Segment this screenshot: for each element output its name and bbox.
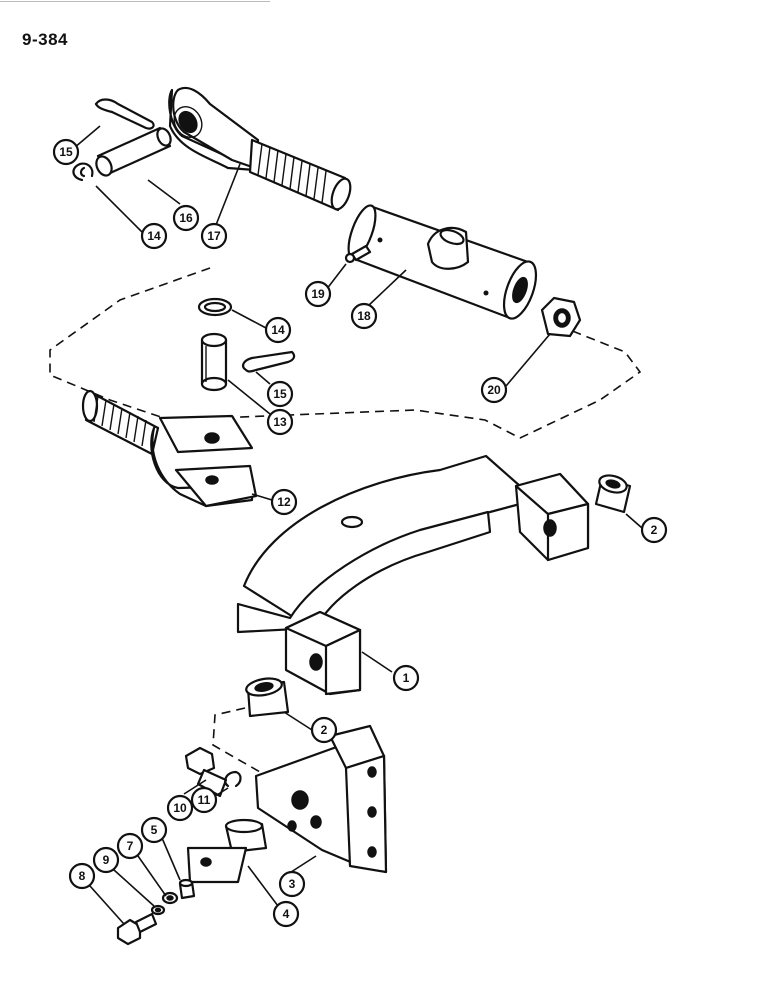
retaining-ring-14-lower xyxy=(197,297,233,317)
callout-label: 4 xyxy=(283,907,290,921)
callout-13: 13 xyxy=(266,408,294,436)
callout-10: 10 xyxy=(166,794,194,822)
callout-17: 17 xyxy=(200,222,228,250)
header-rule xyxy=(0,1,270,2)
callout-label: 15 xyxy=(273,387,287,401)
callout-label: 19 xyxy=(311,287,325,301)
leader-lines xyxy=(73,125,643,925)
spacer-5 xyxy=(178,878,196,900)
callout-16: 16 xyxy=(172,204,200,232)
callout-label: 12 xyxy=(277,495,291,509)
cotter-pin-15-upper xyxy=(94,98,155,130)
callout-2-lower: 2 xyxy=(310,716,338,744)
callout-2-upper: 2 xyxy=(640,516,668,544)
callout-label: 20 xyxy=(487,383,501,397)
callout-label: 14 xyxy=(147,229,161,243)
callout-1: 1 xyxy=(392,664,420,692)
bolt-8 xyxy=(116,912,158,946)
callout-label: 15 xyxy=(59,145,73,159)
callout-7: 7 xyxy=(116,832,144,860)
callout-label: 5 xyxy=(151,823,158,837)
grease-fitting-19 xyxy=(344,244,372,264)
bushing-2-upper xyxy=(594,474,632,514)
callout-label: 7 xyxy=(127,839,134,853)
bolt-10 xyxy=(184,746,228,798)
page-title: 9-384 xyxy=(22,30,68,49)
callout-label: 14 xyxy=(271,323,285,337)
callout-label: 1 xyxy=(403,671,410,685)
rod-end-17 xyxy=(168,86,352,212)
lock-washer-9 xyxy=(150,904,166,916)
retaining-ring-14-upper xyxy=(72,162,94,182)
callout-19: 19 xyxy=(304,280,332,308)
callout-3: 3 xyxy=(278,870,306,898)
cotter-pin-15-lower xyxy=(242,350,296,373)
callout-15-upper: 15 xyxy=(52,138,80,166)
clevis-12 xyxy=(81,389,258,508)
callout-15-lower: 15 xyxy=(266,380,294,408)
callout-label: 2 xyxy=(651,523,658,537)
pin-13 xyxy=(200,332,228,392)
pin-plate-4 xyxy=(186,818,268,884)
callout-8: 8 xyxy=(68,862,96,890)
callout-18: 18 xyxy=(350,302,378,330)
nut-20 xyxy=(540,296,582,338)
pin-16 xyxy=(95,126,172,177)
assembly-dash-lower xyxy=(212,707,301,791)
assembly-dash-upper xyxy=(49,267,642,439)
callout-12: 12 xyxy=(270,488,298,516)
bracket-3 xyxy=(254,724,388,874)
bushing-2-lower xyxy=(245,677,290,718)
callout-11: 11 xyxy=(190,786,218,814)
callout-20: 20 xyxy=(480,376,508,404)
callout-label: 9 xyxy=(103,853,110,867)
callout-label: 11 xyxy=(198,793,211,807)
callout-label: 13 xyxy=(273,415,287,429)
ring-11 xyxy=(224,770,242,788)
callout-label: 8 xyxy=(79,869,86,883)
callout-14-upper: 14 xyxy=(140,222,168,250)
callout-label: 18 xyxy=(357,309,371,323)
tube-18 xyxy=(347,204,538,320)
callout-14-lower: 14 xyxy=(264,316,292,344)
callout-5: 5 xyxy=(140,816,168,844)
callout-label: 17 xyxy=(207,229,221,243)
callout-label: 10 xyxy=(173,801,187,815)
yoke-1 xyxy=(236,454,590,696)
callout-label: 16 xyxy=(179,211,193,225)
callout-label: 2 xyxy=(321,723,328,737)
callout-label: 3 xyxy=(289,877,296,891)
callout-9: 9 xyxy=(92,846,120,874)
callout-4: 4 xyxy=(272,900,300,928)
